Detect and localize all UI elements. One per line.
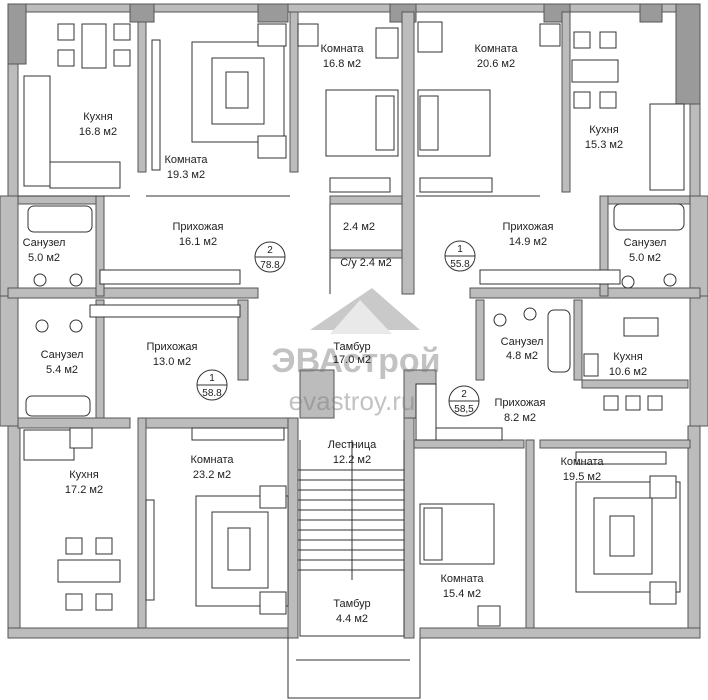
room-name-room-n: Комната (320, 43, 364, 55)
room-area-bath-e2: 4.8 м2 (506, 350, 538, 362)
room-name-vestibule-s: Тамбур (333, 598, 370, 610)
room-area-closet: 2.4 м2 (343, 221, 375, 233)
apartment-rooms: 2 (267, 245, 273, 256)
furniture (23, 21, 685, 627)
room-name-bath-e2: Санузел (501, 336, 544, 348)
apartment-rooms: 1 (209, 373, 215, 384)
room-area-bath-w2: 5.4 м2 (46, 364, 78, 376)
room-name-room-se1: Комната (440, 573, 484, 585)
room-name-hall-e2: Прихожая (495, 397, 546, 409)
room-area-kitchen-sw: 17.2 м2 (65, 484, 103, 496)
room-name-vestibule-c: Тамбур (333, 341, 370, 353)
radiators (89, 39, 667, 601)
apartment-markers: 2 78.8 1 55.8 1 58.8 2 58,5 (196, 240, 480, 417)
room-area-room-s: 23.2 м2 (193, 469, 231, 481)
room-area-kitchen-e2: 10.6 м2 (609, 366, 647, 378)
room-area-bath-w1: 5.0 м2 (28, 252, 60, 264)
room-area-bath-e1: 5.0 м2 (629, 252, 661, 264)
room-name-kitchen-nw: Кухня (83, 111, 112, 123)
room-area-hall-w: 13.0 м2 (153, 356, 191, 368)
apartment-area: 78.8 (260, 260, 280, 271)
room-name-wc-n: С/у 2.4 м2 (340, 257, 392, 269)
watermark-site: evastroy.ru (289, 386, 416, 416)
room-area-kitchen-ne: 15.3 м2 (585, 139, 623, 151)
apartment-rooms: 2 (461, 389, 467, 400)
room-name-hall-ne: Прихожая (503, 221, 554, 233)
interior-lines (18, 195, 540, 699)
apartment-marker-2: 1 55.8 (444, 240, 476, 272)
apartment-marker-3: 1 58.8 (196, 369, 228, 401)
room-name-kitchen-e2: Кухня (613, 351, 642, 363)
room-name-kitchen-ne: Кухня (589, 124, 618, 136)
watermark-logo-inner (330, 300, 392, 334)
room-name-hall-n: Прихожая (173, 221, 224, 233)
room-name-room-ne: Комната (474, 43, 518, 55)
porch (287, 638, 421, 699)
apartment-marker-4: 2 58,5 (448, 385, 480, 417)
room-name-stair: Лестница (328, 439, 377, 451)
room-area-room-ne: 20.6 м2 (477, 58, 515, 70)
watermark-brand: ЭВАстрой (271, 342, 440, 380)
room-name-room-se2: Комната (560, 456, 604, 468)
watermark-logo-roof (310, 288, 420, 330)
room-name-hall-w: Прихожая (147, 341, 198, 353)
apartment-marker-1: 2 78.8 (254, 241, 286, 273)
room-name-kitchen-sw: Кухня (69, 469, 98, 481)
walls (0, 3, 708, 639)
room-labels: Кухня 16.8 м2 Комната 19.3 м2 Комната 16… (23, 43, 667, 625)
watermark: ЭВАстрой evastroy.ru (271, 288, 441, 416)
apartment-area: 58.8 (202, 388, 222, 399)
room-area-hall-e2: 8.2 м2 (504, 412, 536, 424)
apartment-area: 55.8 (450, 259, 470, 270)
room-name-bath-e1: Санузел (624, 237, 667, 249)
apartment-area: 58,5 (454, 404, 474, 415)
room-area-stair: 12.2 м2 (333, 454, 371, 466)
room-area-kitchen-nw: 16.8 м2 (79, 126, 117, 138)
room-area-vestibule-s: 4.4 м2 (336, 613, 368, 625)
room-name-bath-w1: Санузел (23, 237, 66, 249)
room-area-living-n: 19.3 м2 (167, 169, 205, 181)
stair-treads (298, 440, 405, 637)
room-area-room-se2: 19.5 м2 (563, 471, 601, 483)
room-name-living-n: Комната (164, 154, 208, 166)
room-area-vestibule-c: 17.0 м2 (333, 354, 371, 366)
room-area-room-se1: 15.4 м2 (443, 588, 481, 600)
room-area-hall-ne: 14.9 м2 (509, 236, 547, 248)
room-area-room-n: 16.8 м2 (323, 58, 361, 70)
apartment-rooms: 1 (457, 244, 463, 255)
room-name-bath-w2: Санузел (41, 349, 84, 361)
room-area-hall-n: 16.1 м2 (179, 236, 217, 248)
room-name-room-s: Комната (190, 454, 234, 466)
